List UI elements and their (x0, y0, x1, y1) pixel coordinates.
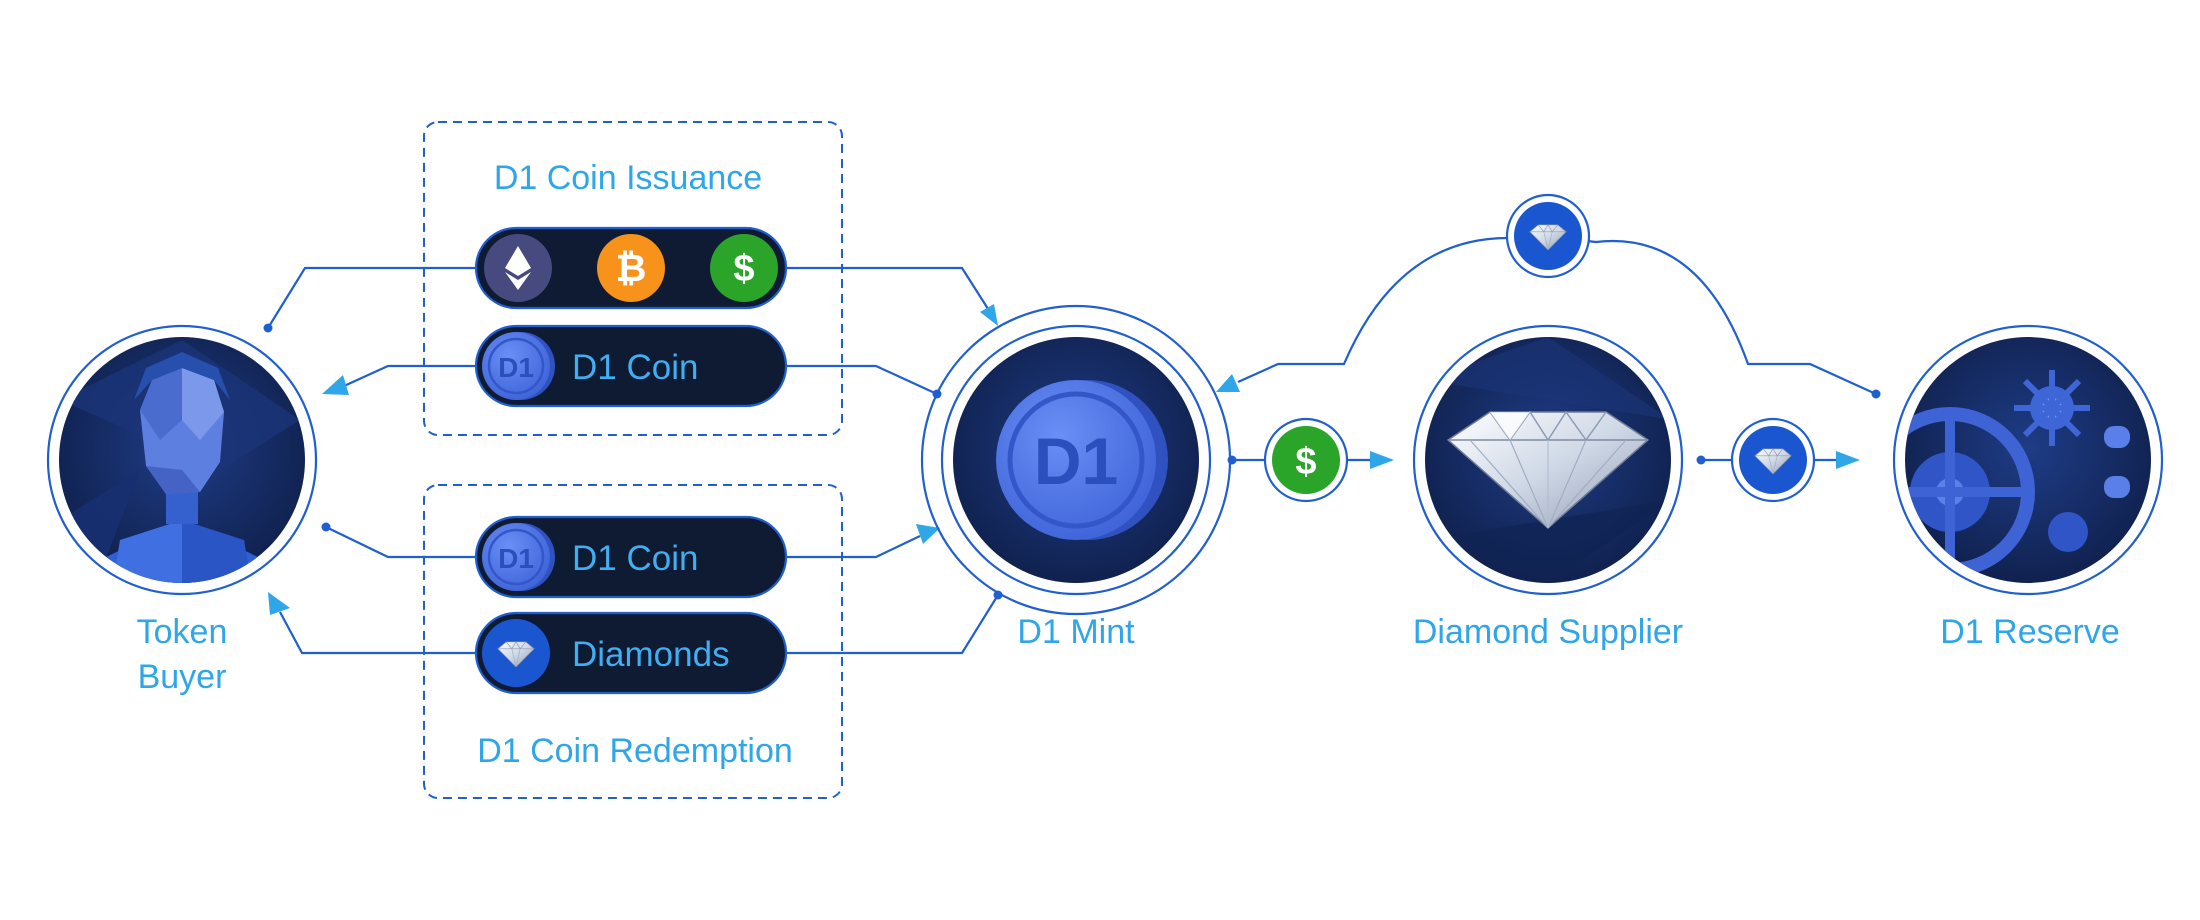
dollar-icon: $ (1295, 441, 1316, 483)
issuance-title: D1 Coin Issuance (494, 159, 762, 197)
line-dot (1696, 455, 1706, 465)
d1-coin-icon: D1 (482, 332, 555, 400)
line-dot (1871, 389, 1881, 399)
diamonds-pill: Diamonds (474, 611, 788, 695)
dollar-icon: $ (710, 234, 778, 302)
bitcoin-icon: ₿ (597, 234, 665, 302)
diamond-arc-badge (1505, 193, 1591, 279)
d1-reserve-label: D1 Reserve (1940, 613, 2120, 651)
svg-text:$: $ (733, 248, 754, 290)
svg-text:₿: ₿ (616, 248, 647, 290)
token-buyer-node (46, 324, 318, 596)
issuance-d1-coin-pill: D1 D1 Coin (474, 324, 788, 408)
d1-coin-icon: D1 (996, 380, 1168, 540)
diamond-supplier-label: Diamond Supplier (1413, 613, 1683, 651)
dollar-payment-badge: $ (1263, 417, 1349, 503)
vault-icon (1905, 370, 2130, 577)
token-buyer-label-line1: Token (137, 613, 228, 651)
arrow-head (1216, 374, 1240, 392)
line-diamonds-to-buyer (279, 611, 476, 655)
issuance-group-box (423, 121, 843, 436)
arrow-head (916, 524, 940, 544)
mint-coin-text: D1 (1034, 424, 1118, 498)
arrow-head (1836, 451, 1860, 469)
line-mint-to-coin-issuance (786, 364, 938, 395)
token-buyer-label-line2: Buyer (138, 658, 227, 696)
d1-reserve-node (1892, 324, 2164, 596)
arrow-head (322, 375, 349, 395)
arrow-head (268, 592, 290, 615)
redemption-title: D1 Coin Redemption (477, 732, 793, 770)
d1-mint-node: D1 (920, 304, 1232, 616)
ethereum-icon (484, 234, 552, 302)
d1-coin-icon: D1 (482, 523, 555, 591)
line-dot (1227, 455, 1237, 465)
line-buyer-to-coin-redemption (325, 526, 476, 559)
diamonds-label: Diamonds (572, 635, 730, 674)
currencies-pill: ₿ $ (474, 226, 788, 310)
line-coin-to-buyer (343, 364, 476, 388)
svg-text:D1: D1 (498, 352, 534, 383)
diamond-supplier-node (1412, 324, 1684, 596)
svg-text:D1: D1 (498, 543, 534, 574)
line-dot (321, 522, 331, 532)
diamond-transfer-badge (1730, 417, 1816, 503)
line-dot (993, 590, 1003, 600)
line-currencies-to-buyer (267, 266, 476, 329)
redemption-coin-label: D1 Coin (572, 539, 698, 578)
line-coin-redemption-to-mint (786, 535, 921, 559)
line-mint-to-diamonds (786, 594, 999, 655)
redemption-group-box (423, 484, 843, 799)
line-dot (263, 323, 273, 333)
redemption-d1-coin-pill: D1 D1 Coin (474, 515, 788, 599)
arrow-head (1370, 451, 1394, 469)
issuance-coin-label: D1 Coin (572, 348, 698, 387)
diamond-icon (1446, 410, 1650, 529)
d1-mint-label: D1 Mint (1017, 613, 1135, 651)
line-currencies-to-mint (786, 266, 991, 313)
arrow-head (980, 304, 998, 326)
